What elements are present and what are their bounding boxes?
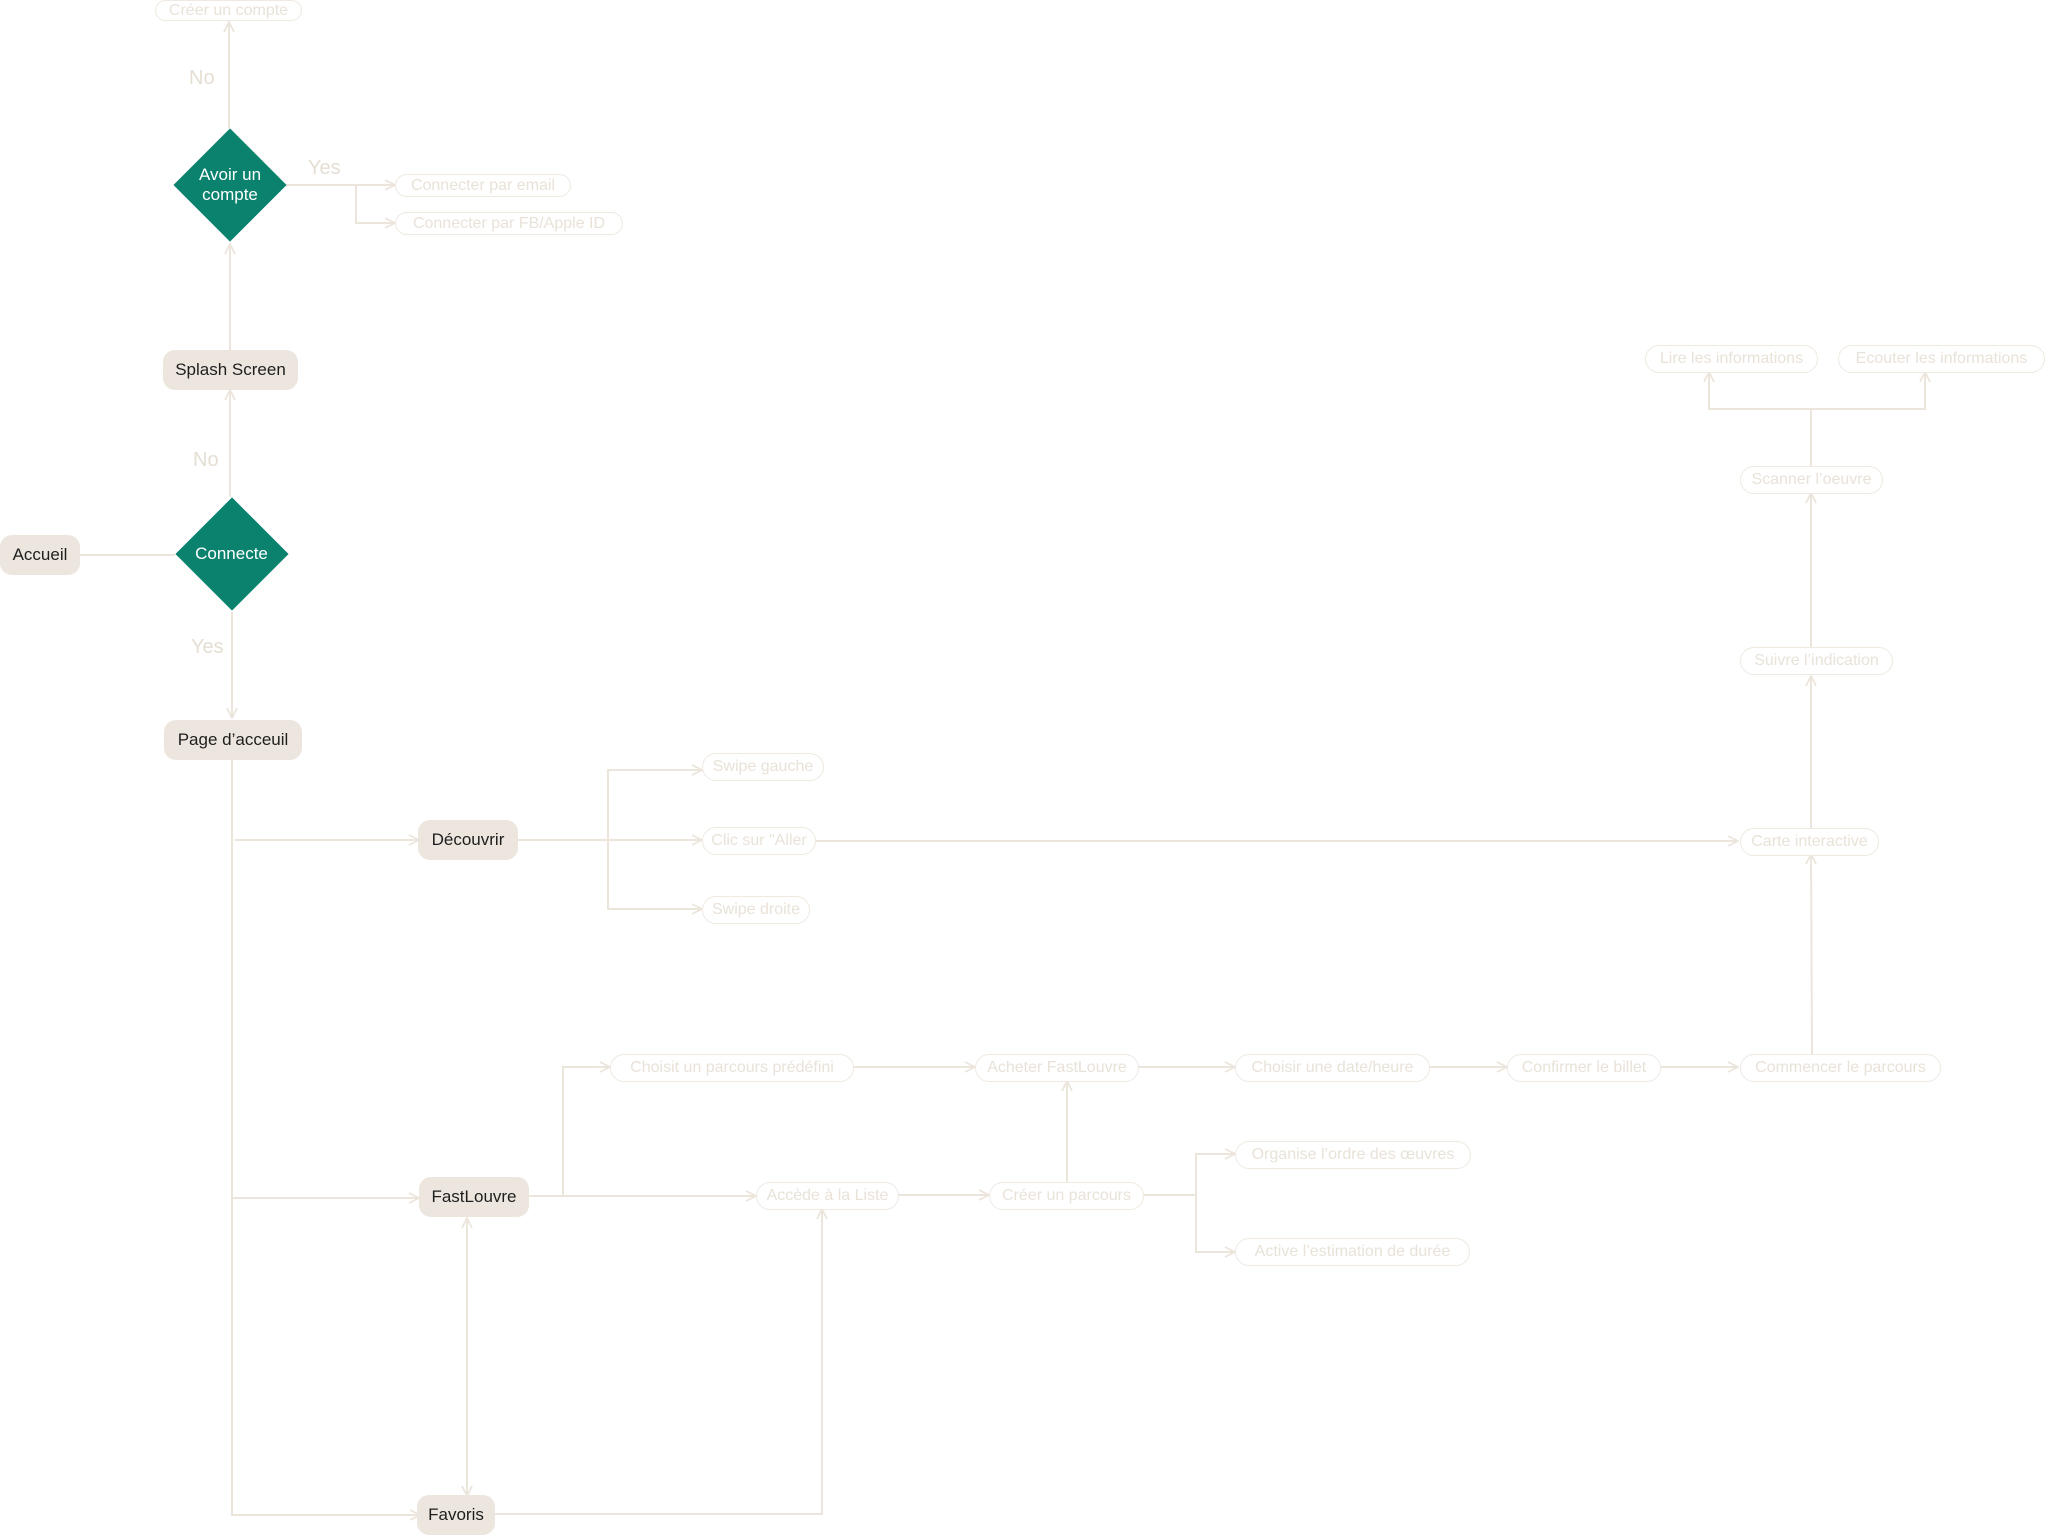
edge-creer-to-active <box>1195 1195 1235 1252</box>
decision-label: Connecte <box>195 544 268 564</box>
node-fastlouvre[interactable]: FastLouvre <box>419 1177 529 1217</box>
edge-scanner-to-ecouter <box>1811 372 1925 410</box>
edge-label-no: No <box>193 449 219 471</box>
node-choisit-parcours[interactable]: Choisit un parcours prédéfini <box>610 1054 854 1082</box>
node-connecter-email[interactable]: Connecter par email <box>395 174 571 197</box>
node-decouvrir[interactable]: Découvrir <box>418 820 518 860</box>
node-swipe-droite[interactable]: Swipe droite <box>702 896 810 924</box>
node-creer-parcours[interactable]: Créer un parcours <box>989 1182 1144 1210</box>
edge-avoir-to-fb <box>355 185 395 223</box>
edge-page-trunk <box>231 760 420 1515</box>
edge-decouvrir-to-swipe-droite <box>607 840 702 909</box>
node-active-estimation[interactable]: Active l’estimation de durée <box>1235 1238 1470 1266</box>
node-connecter-fb-apple[interactable]: Connecter par FB/Apple ID <box>395 212 623 235</box>
node-organise-ordre[interactable]: Organise l’ordre des œuvres <box>1235 1141 1471 1169</box>
node-creer-un-compte[interactable]: Créer un compte <box>155 0 302 21</box>
node-lire-informations[interactable]: Lire les informations <box>1645 345 1818 373</box>
decision-connecte[interactable]: Connecte <box>174 497 289 611</box>
node-clic-aller[interactable]: Clic sur "Aller <box>702 827 816 855</box>
node-confirmer-billet[interactable]: Confirmer le billet <box>1507 1054 1661 1082</box>
node-accede-liste[interactable]: Accède à la Liste <box>756 1182 899 1210</box>
decision-avoir-un-compte[interactable]: Avoir un compte <box>173 128 287 242</box>
node-ecouter-informations[interactable]: Ecouter les informations <box>1838 345 2045 373</box>
node-favoris[interactable]: Favoris <box>417 1495 495 1535</box>
node-commencer-parcours[interactable]: Commencer le parcours <box>1740 1054 1941 1082</box>
node-accueil[interactable]: Accueil <box>0 535 80 575</box>
edge-fastlouvre-to-choisit <box>528 1067 610 1197</box>
node-splash-screen[interactable]: Splash Screen <box>163 350 298 390</box>
edge-label-yes: Yes <box>308 157 341 179</box>
edge-commencer-to-carte <box>1811 854 1812 1055</box>
node-scanner-oeuvre[interactable]: Scanner l’oeuvre <box>1740 466 1883 494</box>
node-suivre-indication[interactable]: Suivre l’indication <box>1740 647 1893 675</box>
node-page-accueil[interactable]: Page d’acceuil <box>164 720 302 760</box>
edge-creer-to-organise <box>1195 1154 1235 1195</box>
node-choisir-date[interactable]: Choisir une date/heure <box>1235 1054 1430 1082</box>
node-carte-interactive[interactable]: Carte interactive <box>1740 828 1879 856</box>
node-acheter-fastlouvre[interactable]: Acheter FastLouvre <box>975 1054 1139 1082</box>
edge-label-no: No <box>189 67 215 89</box>
edge-label-yes: Yes <box>191 636 224 658</box>
decision-label: Avoir un compte <box>198 165 262 204</box>
edge-decouvrir-to-swipe-gauche <box>607 770 702 840</box>
edge-favoris-to-accede <box>494 1209 822 1515</box>
node-swipe-gauche[interactable]: Swipe gauche <box>702 753 824 781</box>
edge-scanner-to-lire <box>1709 372 1812 467</box>
